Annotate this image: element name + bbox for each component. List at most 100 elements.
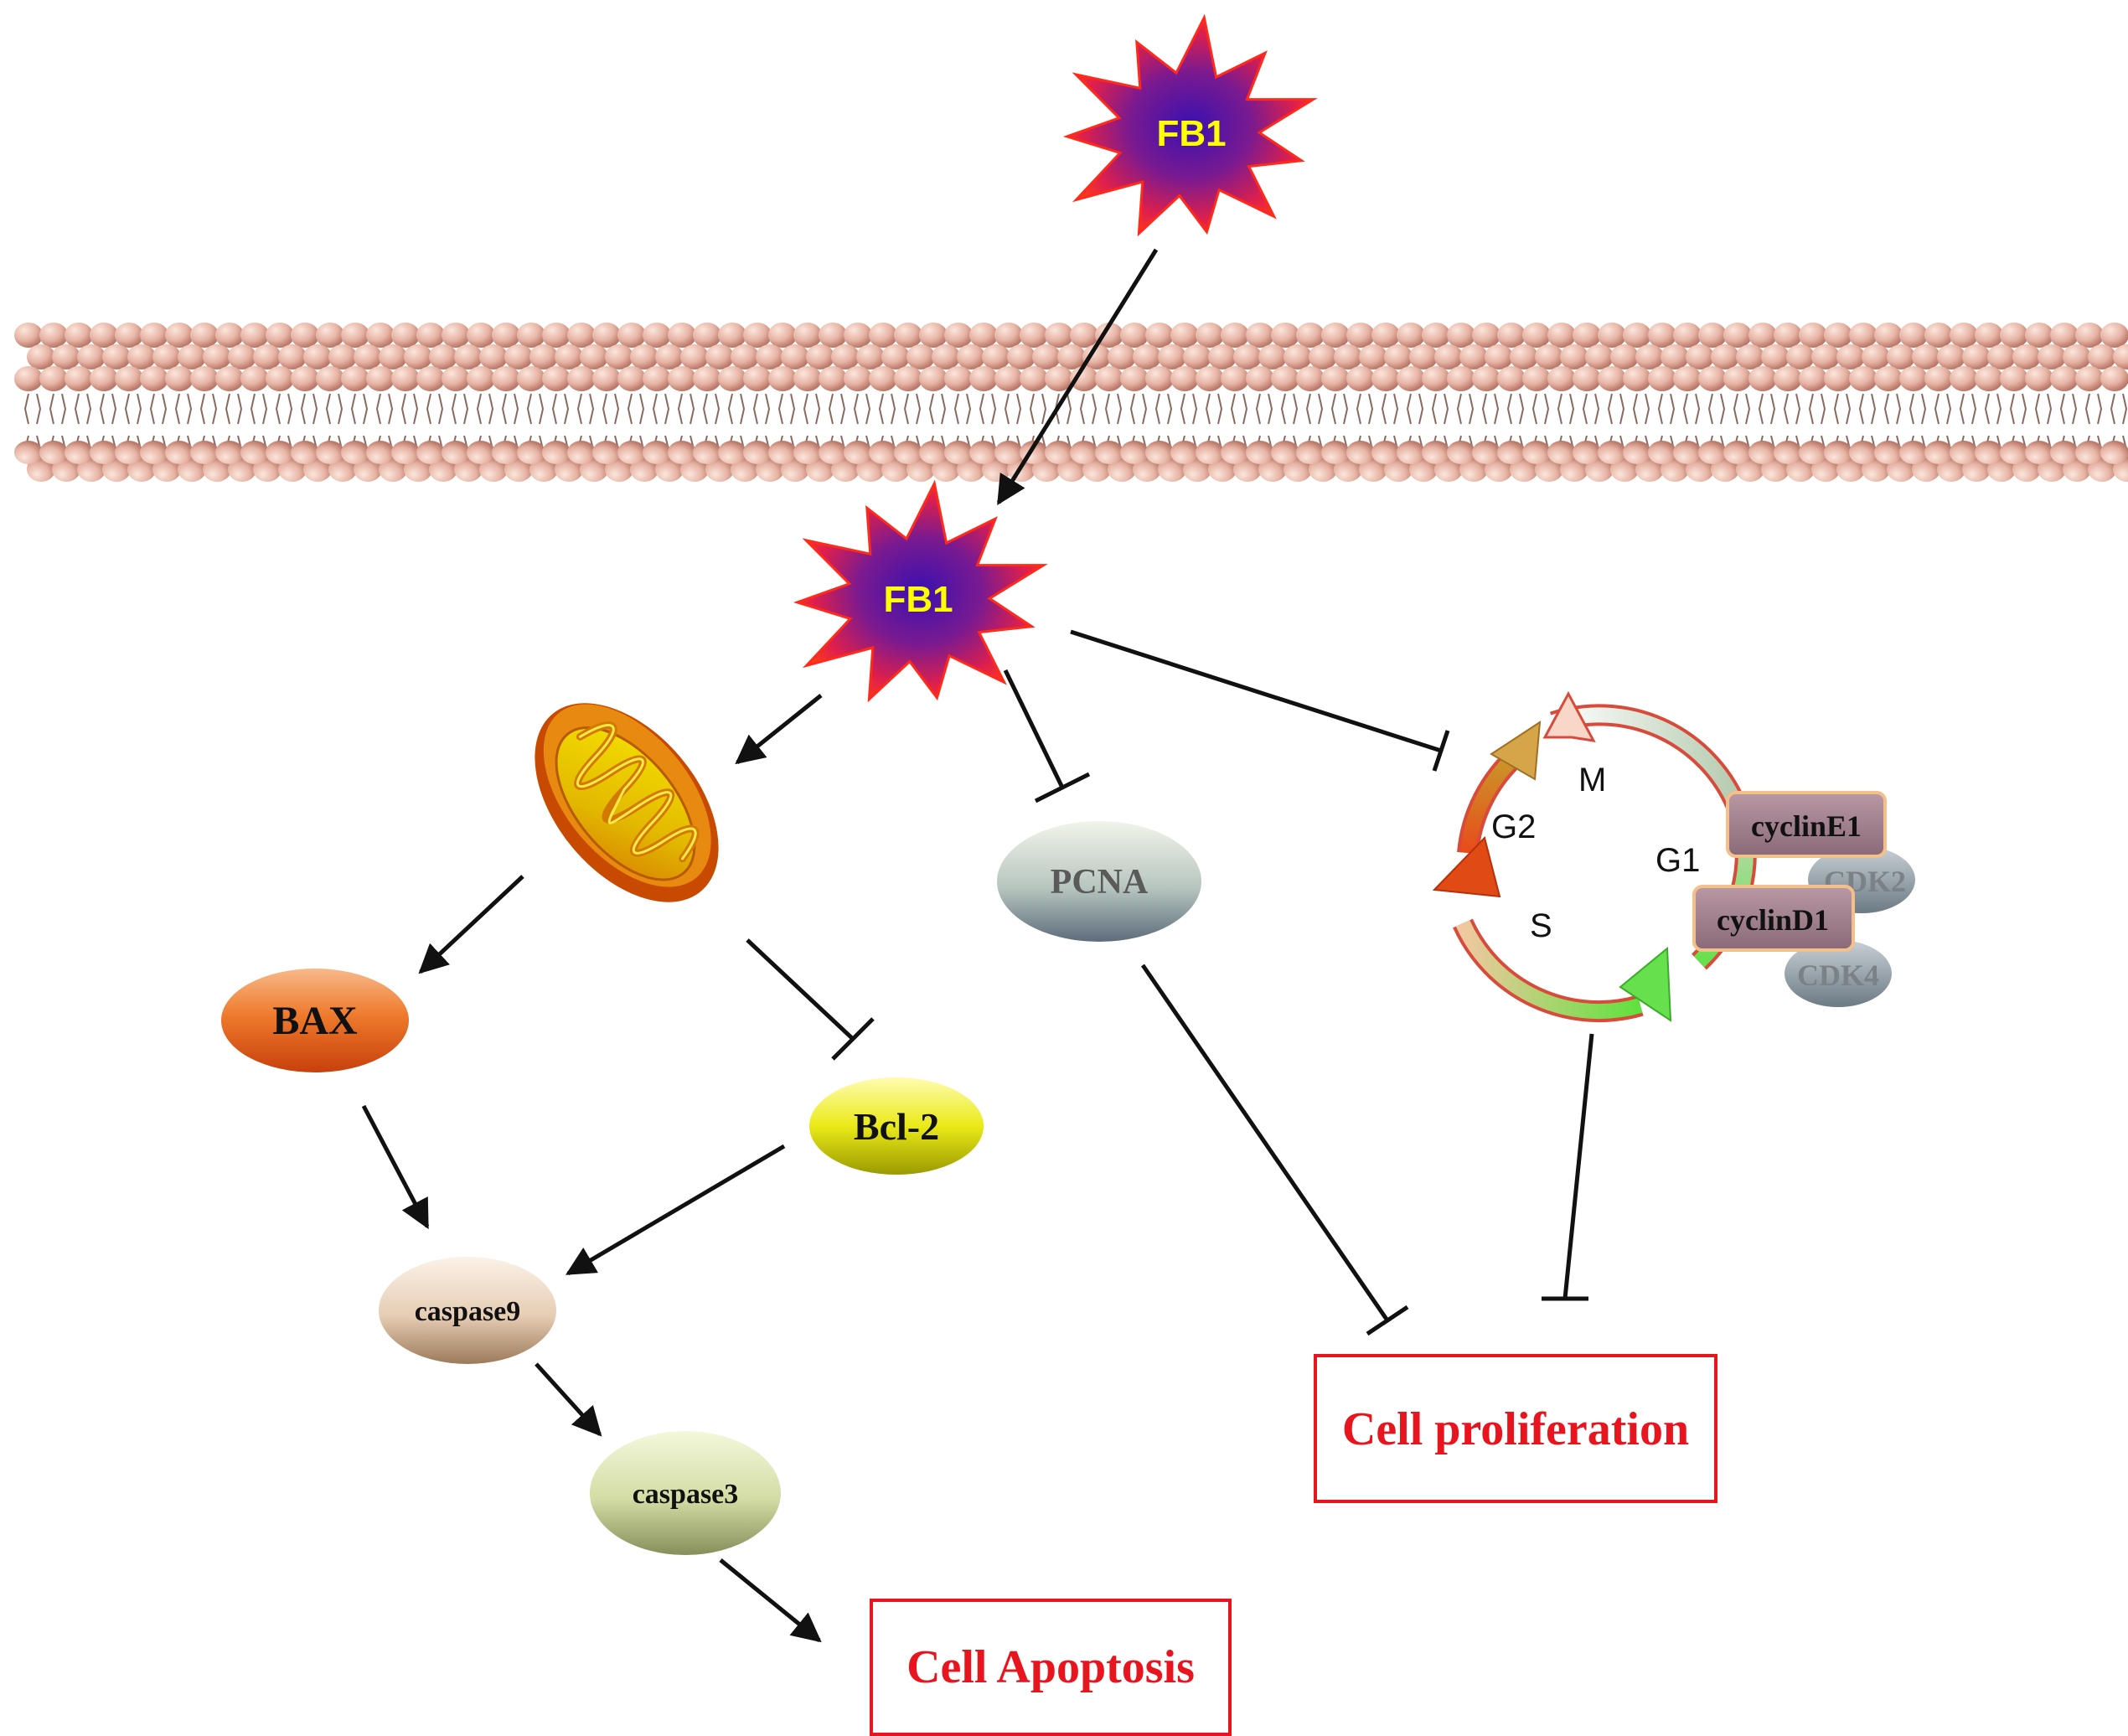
lipid-head	[994, 366, 1023, 391]
lipid-head	[580, 344, 608, 369]
lipid-head	[1246, 323, 1274, 348]
lipid-head	[366, 323, 395, 348]
lipid-tail	[953, 393, 972, 465]
lipid-head	[416, 323, 445, 348]
cyclin-e1-label: cyclinE1	[1751, 809, 1862, 843]
lipid-head	[1698, 323, 1727, 348]
lipid-head	[115, 323, 143, 348]
lipid-head	[919, 323, 948, 348]
lipid-head	[416, 441, 445, 464]
lipid-tail	[1356, 393, 1374, 465]
lipid-head	[1221, 366, 1249, 391]
lipid-head	[1673, 441, 1702, 464]
lipid-head	[1748, 323, 1777, 348]
lipid-head	[1196, 441, 1224, 464]
lipid-head	[27, 344, 55, 369]
lipid-head	[1698, 366, 1727, 391]
lipid-tail	[551, 393, 570, 465]
lipid-head	[1384, 344, 1413, 369]
lipid-head	[969, 366, 998, 391]
lipid-head	[1145, 366, 1174, 391]
lipid-head	[1761, 344, 1790, 369]
lipid-head	[1547, 366, 1576, 391]
cyclin-e1-node: cyclinE1	[1726, 791, 1887, 858]
lipid-head	[416, 366, 445, 391]
edge-bax-to-caspase9	[361, 1104, 430, 1230]
lipid-tail	[1758, 393, 1776, 465]
lipid-head	[1472, 441, 1500, 464]
edge-bcl2-to-caspase9	[565, 1144, 786, 1276]
lipid-tail	[1381, 393, 1399, 465]
lipid-head	[1221, 323, 1249, 348]
lipid-head	[341, 323, 369, 348]
lipid-head	[1095, 366, 1123, 391]
lipid-head	[1309, 344, 1337, 369]
pathway-edges	[361, 248, 1594, 1643]
lipid-head	[1296, 366, 1325, 391]
lipid-head	[605, 344, 633, 369]
arrowhead-m-to-g1	[1542, 690, 1596, 742]
lipid-head	[504, 344, 533, 369]
bax-label: BAX	[272, 999, 358, 1043]
lipid-head	[1371, 441, 1400, 464]
lipid-head	[1472, 323, 1500, 348]
arrowhead-g2-to-m	[1490, 721, 1542, 781]
edge-cell-cycle-inhibits-proliferation	[1542, 1033, 1594, 1301]
lipid-head	[379, 344, 407, 369]
lipid-head	[1422, 441, 1450, 464]
lipid-head	[391, 441, 420, 464]
fb1-outside-node: FB1	[1062, 13, 1318, 237]
lipid-tail	[1230, 393, 1248, 465]
lipid-head	[140, 323, 168, 348]
lipid-head	[1874, 366, 1903, 391]
lipid-head	[341, 366, 369, 391]
phase-g2-label: G2	[1491, 809, 1536, 845]
lipid-head	[316, 366, 344, 391]
lipid-head	[215, 366, 244, 391]
lipid-head	[1371, 366, 1400, 391]
caspase3-label: caspase3	[633, 1479, 739, 1510]
lipid-head	[542, 366, 571, 391]
lipid-head	[152, 344, 181, 369]
lipid-tail	[677, 393, 695, 465]
lipid-head	[1799, 323, 1827, 348]
lipid-head	[1045, 323, 1073, 348]
lipid-head	[768, 323, 797, 348]
lipid-head	[442, 323, 470, 348]
lipid-head	[1887, 344, 1915, 369]
lipid-tail	[1129, 393, 1148, 465]
lipid-head	[1824, 366, 1852, 391]
lipid-head	[39, 366, 68, 391]
lipid-head	[1648, 366, 1676, 391]
lipid-head	[617, 441, 646, 464]
lipid-head	[1434, 344, 1463, 369]
lipid-head	[1862, 344, 1890, 369]
lipid-head	[2025, 441, 2053, 464]
lipid-head	[215, 441, 244, 464]
lipid-head	[1321, 366, 1350, 391]
lipid-head	[1573, 323, 1601, 348]
lipid-head	[165, 441, 194, 464]
lipid-head	[391, 323, 420, 348]
phase-m-label: M	[1578, 762, 1606, 798]
lipid-head	[492, 366, 520, 391]
lipid-head	[1598, 366, 1626, 391]
lipid-tail	[828, 393, 846, 465]
lipid-head	[228, 344, 256, 369]
cell-proliferation-label: Cell proliferation	[1342, 1403, 1689, 1455]
lipid-head	[919, 441, 948, 464]
lipid-head	[1233, 344, 1262, 369]
lipid-head	[1208, 344, 1237, 369]
lipid-head	[1924, 366, 1953, 391]
lipid-head	[1535, 344, 1563, 369]
lipid-head	[127, 344, 156, 369]
lipid-head	[1321, 441, 1350, 464]
lipid-tail	[49, 393, 67, 465]
cyclin-d1-node: cyclinD1	[1692, 885, 1855, 952]
lipid-tail	[225, 393, 243, 465]
lipid-head	[102, 344, 131, 369]
lipid-tail	[1431, 393, 1449, 465]
lipid-head	[2100, 441, 2128, 464]
lipid-head	[1950, 366, 1978, 391]
lipid-tail	[752, 393, 771, 465]
